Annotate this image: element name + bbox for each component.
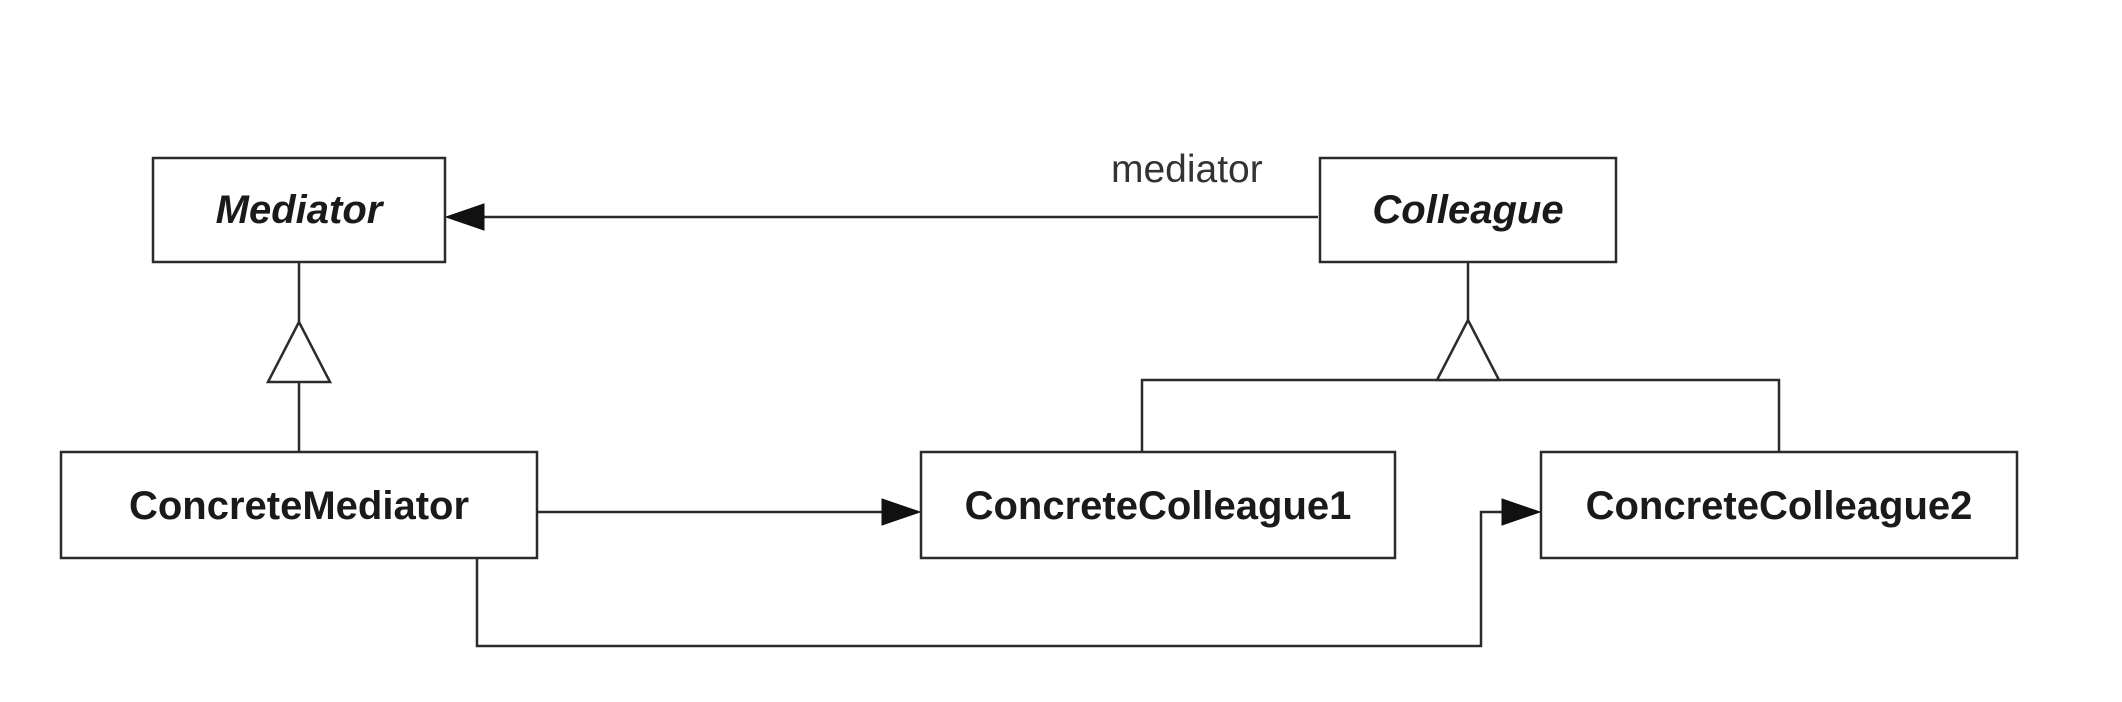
inheritance-triangle-colleague [1434, 317, 1502, 382]
role-label-mediator: mediator [1111, 148, 1263, 191]
association-concretemediator-colleague1 [538, 498, 922, 526]
class-concrete-colleague1: ConcreteColleague1 [919, 450, 1397, 560]
association-colleague-mediator: mediator [444, 148, 1318, 231]
class-mediator: Mediator [151, 156, 447, 264]
class-name-concrete-mediator: ConcreteMediator [129, 484, 469, 528]
class-name-concrete-colleague2: ConcreteColleague2 [1586, 484, 1973, 528]
association-concretemediator-colleague2 [475, 498, 1542, 648]
class-box-concrete-colleague1 [919, 450, 1397, 560]
generalization-mediator [265, 263, 333, 452]
class-concrete-mediator: ConcreteMediator [59, 450, 539, 560]
class-name-colleague: Colleague [1372, 188, 1563, 232]
class-box-mediator [151, 156, 447, 264]
inheritance-triangle-mediator [265, 319, 333, 384]
association-line-colleague2 [475, 510, 1510, 648]
class-colleague: Colleague [1318, 156, 1618, 264]
class-name-mediator: Mediator [216, 188, 385, 232]
generalization-colleague [1140, 263, 1781, 452]
class-box-concrete-colleague2 [1539, 450, 2019, 560]
class-name-concrete-colleague1: ConcreteColleague1 [965, 484, 1352, 528]
arrowhead-colleague1 [881, 498, 922, 526]
class-box-colleague [1318, 156, 1618, 264]
arrowhead-colleague2 [1501, 498, 1542, 526]
arrowhead-mediator [444, 203, 485, 231]
generalization-bus-colleague [1140, 378, 1781, 452]
class-concrete-colleague2: ConcreteColleague2 [1539, 450, 2019, 560]
class-box-concrete-mediator [59, 450, 539, 560]
